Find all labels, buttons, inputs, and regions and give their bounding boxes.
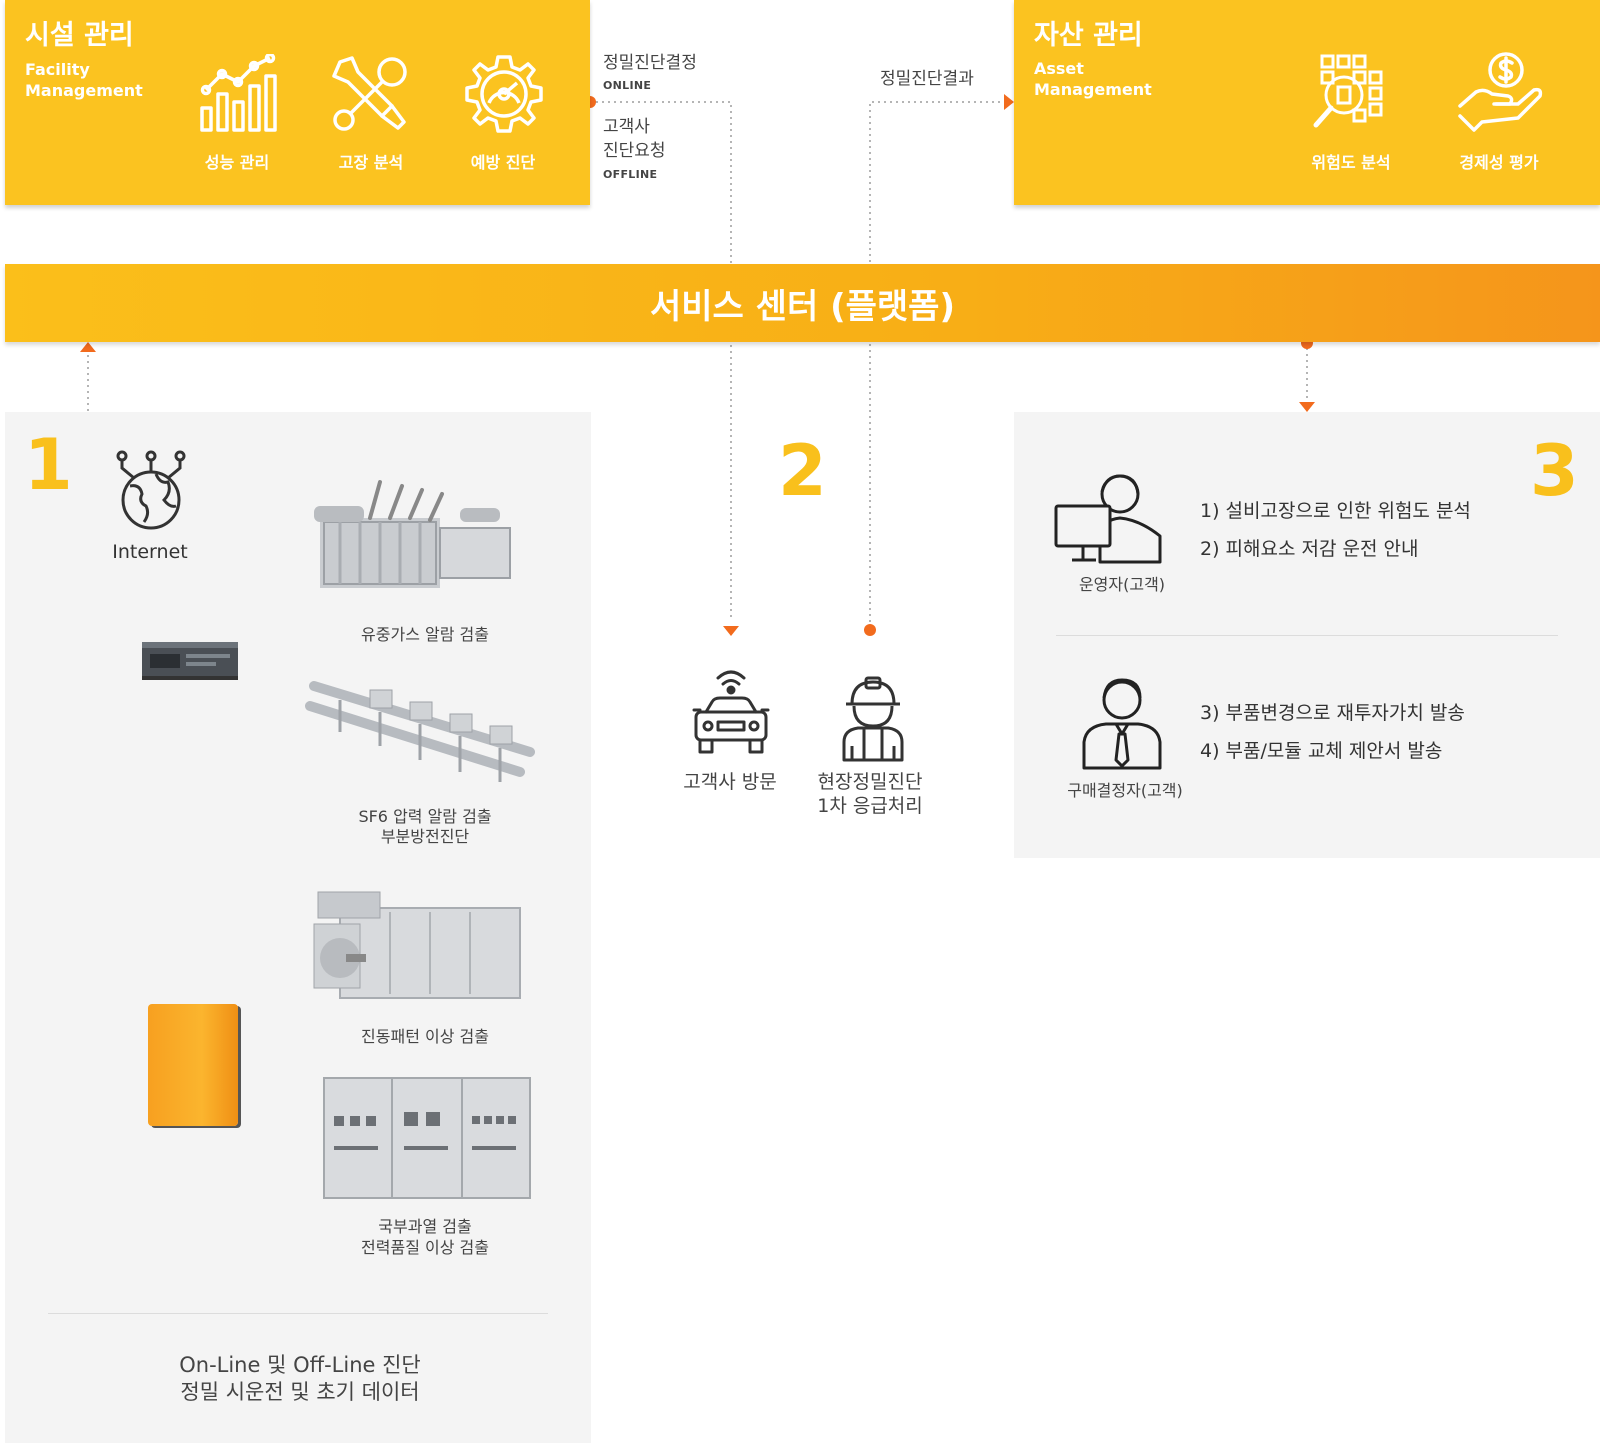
section1-number: 1 <box>24 424 73 506</box>
risk-analysis-icon <box>1313 54 1383 128</box>
flow-offline-label: OFFLINE <box>603 168 658 181</box>
gear-gauge-icon <box>465 55 543 133</box>
wrench-screwdriver-icon <box>332 56 407 131</box>
onsite-label-line2: 1차 응급처리 <box>817 795 923 817</box>
internet-label: Internet <box>112 541 188 563</box>
buyer-item-1: 3) 부품변경으로 재투자가치 발송 <box>1200 702 1465 724</box>
section1-footer-line2: 정밀 시운전 및 초기 데이터 <box>180 1380 420 1404</box>
equipment-label-2a: SF6 압력 알람 검출 <box>358 807 492 826</box>
facility-subtitle-1: Facility <box>25 60 90 79</box>
section3-number: 3 <box>1530 430 1579 512</box>
equipment-label-4b: 전력품질 이상 검출 <box>361 1238 489 1257</box>
visit-label: 고객사 방문 <box>683 771 777 793</box>
orange-monitor-device <box>148 1004 238 1126</box>
flow-result-label: 정밀진단결과 <box>880 69 974 89</box>
section3-divider <box>1056 635 1558 636</box>
facility-item-fault: 고장 분석 <box>338 153 404 172</box>
buyer-item-2: 4) 부품/모듈 교체 제안서 발송 <box>1200 740 1443 762</box>
equipment-label-4a: 국부과열 검출 <box>378 1217 472 1236</box>
asset-subtitle-1: Asset <box>1034 59 1084 78</box>
section1-divider <box>48 1313 548 1314</box>
asset-title: 자산 관리 <box>1034 20 1143 51</box>
operator-computer-icon <box>1054 474 1162 564</box>
facility-item-prevention: 예방 진단 <box>470 153 536 172</box>
buyer-person-icon <box>1082 678 1162 770</box>
operator-item-2: 2) 피해요소 저감 운전 안내 <box>1200 538 1419 560</box>
flow-request-line2: 진단요청 <box>603 141 666 161</box>
flow-request-line1: 고객사 <box>603 117 650 137</box>
gis-switchgear-image <box>305 681 535 782</box>
operator-label: 운영자(고객) <box>1078 575 1166 594</box>
equipment-label-3: 진동패턴 이상 검출 <box>361 1027 489 1046</box>
flow-online-label: ONLINE <box>603 79 652 92</box>
asset-item-economy: 경제성 평가 <box>1459 153 1539 172</box>
asset-subtitle-2: Management <box>1034 80 1152 99</box>
monitoring-device-image <box>142 642 238 680</box>
equipment-label-1: 유중가스 알람 검출 <box>361 625 489 644</box>
facility-management-panel <box>5 0 590 205</box>
flow-decision-label: 정밀진단결정 <box>603 53 697 73</box>
internet-globe-icon <box>116 450 186 530</box>
buyer-label: 구매결정자(고객) <box>1067 781 1183 800</box>
equipment-label-2b: 부분방전진단 <box>380 827 470 846</box>
performance-chart-icon <box>200 54 277 132</box>
asset-item-risk: 위험도 분석 <box>1311 153 1391 172</box>
facility-title: 시설 관리 <box>25 20 134 51</box>
service-center-title: 서비스 센터 (플랫폼) <box>650 286 955 327</box>
transformer-image <box>314 480 511 588</box>
service-center-bar: 서비스 센터 (플랫폼) <box>5 264 1600 342</box>
facility-subtitle-2: Management <box>25 81 143 100</box>
connected-car-icon <box>692 670 770 754</box>
field-engineer-icon <box>842 676 904 762</box>
operator-item-1: 1) 설비고장으로 인한 위험도 분석 <box>1200 500 1471 522</box>
dollar-hand-icon <box>1458 52 1543 132</box>
section1-footer-line1: On-Line 및 Off-Line 진단 <box>179 1353 421 1377</box>
facility-item-performance: 성능 관리 <box>204 153 270 172</box>
onsite-label-line1: 현장정밀진단 <box>817 771 923 793</box>
control-panel-image <box>323 1077 531 1199</box>
section2-number: 2 <box>778 430 827 512</box>
motor-image <box>313 891 521 999</box>
